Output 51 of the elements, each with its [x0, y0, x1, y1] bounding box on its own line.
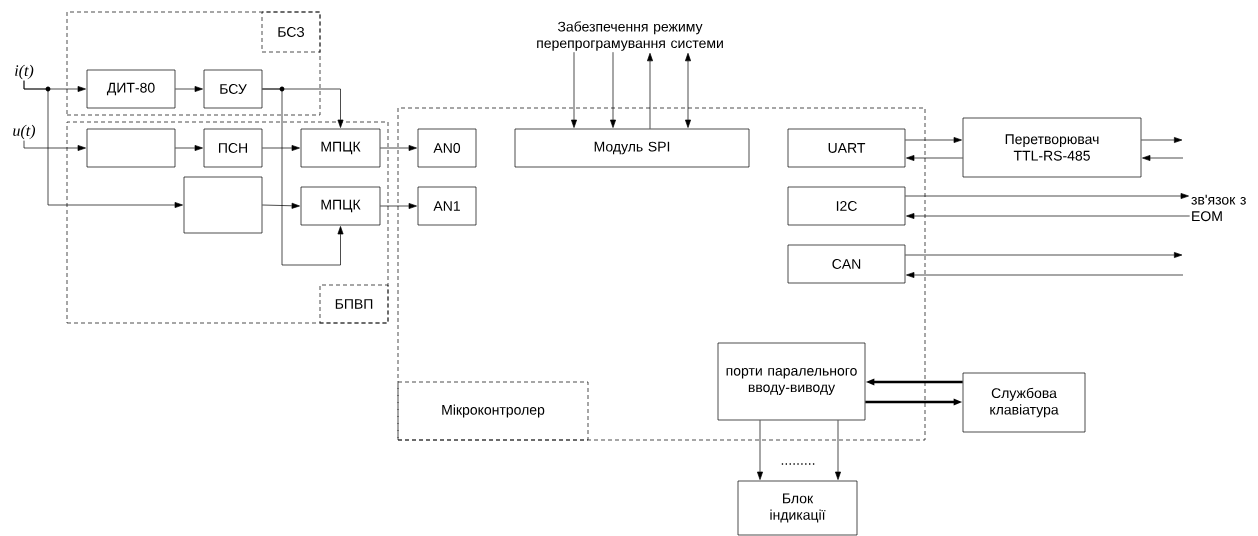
- block-box: AN1: [417, 186, 477, 226]
- block-box: CAN: [787, 244, 906, 284]
- arrow: [1141, 137, 1183, 143]
- arrow: [175, 86, 203, 92]
- arrow: [906, 213, 1190, 219]
- dashed-group-frame: [397, 107, 926, 441]
- arrow: [23, 140, 86, 151]
- dashed-group-frame: [66, 11, 321, 116]
- block-box: AN0: [417, 128, 477, 168]
- arrow: [175, 145, 203, 151]
- arrow: [906, 272, 1184, 278]
- arrow: [610, 51, 616, 128]
- arrow: [380, 145, 417, 151]
- block-box: МПЦК: [300, 128, 381, 168]
- block-box: БСУ: [203, 69, 263, 109]
- block-box: МПЦК: [300, 186, 381, 226]
- arrow: [262, 202, 300, 209]
- block-box: [86, 128, 176, 168]
- signal-label: u(t): [13, 124, 36, 140]
- arrow: [1142, 155, 1184, 161]
- block-box: Блок індикації: [737, 480, 858, 536]
- block-box: Перетворювач TTL-RS-485: [962, 117, 1142, 178]
- block-box: ПСН: [203, 128, 263, 168]
- block-box: порти паралельного вводу-виводу: [717, 342, 866, 421]
- arrow: [905, 252, 1183, 258]
- arrow: [685, 52, 691, 128]
- block-box: UART: [787, 128, 906, 168]
- signal-label: i(t): [15, 64, 34, 80]
- text-label: .........: [781, 463, 815, 465]
- group-label-box: Мікроконтролер: [397, 381, 589, 441]
- dashed-group-frame: [66, 121, 389, 324]
- arrow: [647, 52, 653, 129]
- arrow: [262, 88, 344, 266]
- arrow: [23, 80, 183, 208]
- block-box: I2C: [787, 186, 906, 226]
- block-box: ДИТ-80: [86, 69, 176, 109]
- arrow: [905, 137, 962, 143]
- arrow: [905, 193, 1189, 199]
- group-label-box: БПВП: [319, 284, 389, 324]
- annotation-text: Забезпечення режиму перепрограмування системи: [537, 21, 723, 51]
- block-box: Модуль SPI: [514, 128, 750, 168]
- block-box: Службова клавіатура: [962, 372, 1086, 433]
- arrow: [380, 203, 417, 209]
- group-label-box: БСЗ: [261, 11, 321, 53]
- arrow: [906, 155, 963, 161]
- block-box: [183, 176, 263, 234]
- arrow: [757, 420, 763, 480]
- arrow: [262, 145, 300, 151]
- annotation-text: зв'язок з ЕОМ: [1191, 194, 1246, 222]
- arrow: [571, 51, 577, 128]
- arrow: [835, 420, 841, 480]
